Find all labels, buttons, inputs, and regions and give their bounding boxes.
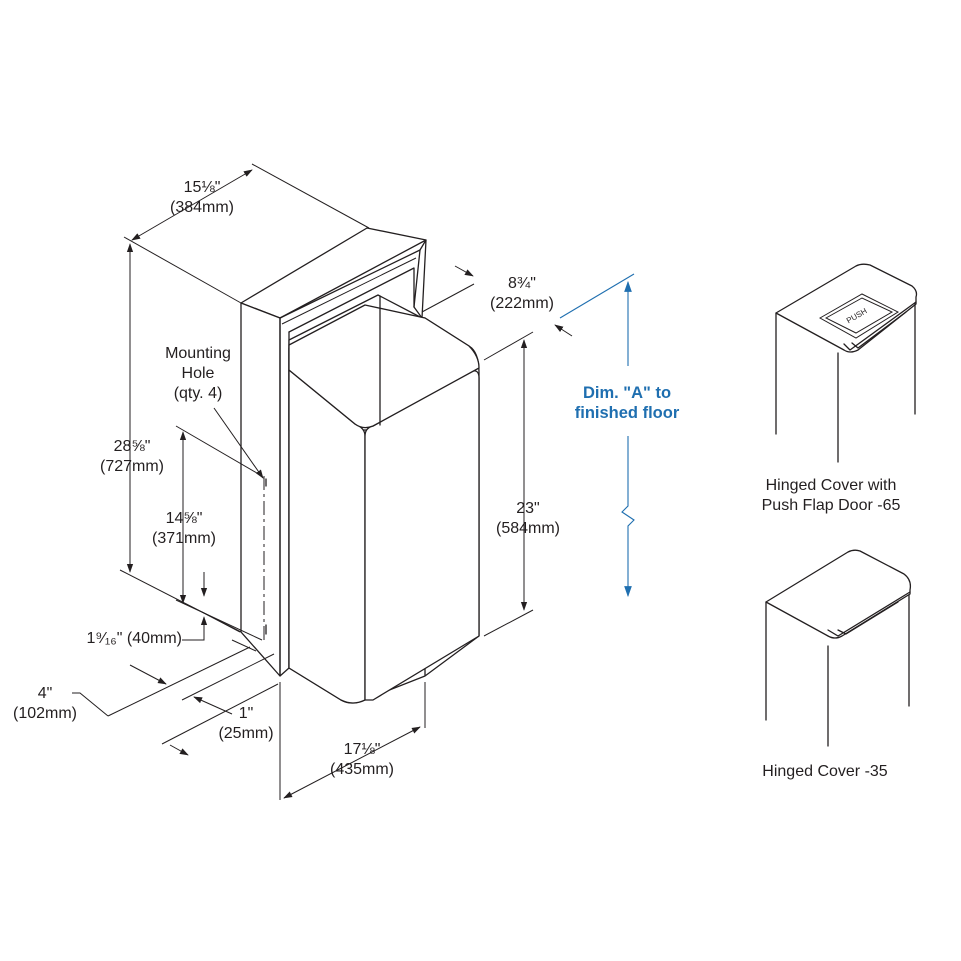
variant-hinged bbox=[765, 549, 912, 747]
ext-offset bbox=[201, 611, 241, 633]
label-mounting-hole-line2: Hole bbox=[181, 365, 215, 382]
ext-mount-bottom bbox=[175, 599, 263, 641]
dim-1in-arrow-b bbox=[169, 744, 189, 756]
dim-4in-leader bbox=[72, 692, 109, 717]
dim-4in-arrow bbox=[129, 664, 167, 685]
push-flap-door bbox=[818, 293, 900, 339]
dim-depth-arrow-b bbox=[554, 324, 573, 337]
frame-top-face bbox=[240, 227, 427, 319]
label-dim-a: Dim. "A" to finished floor bbox=[560, 383, 694, 423]
label-push-flap-line1: Hinged Cover with bbox=[765, 477, 897, 494]
mounting-hole-leader bbox=[213, 407, 264, 479]
label-height-total-fraction: 28⅝" bbox=[113, 438, 151, 455]
label-width-bottom: 17⅛" (435mm) bbox=[314, 740, 410, 780]
frame-inner-lip bbox=[288, 267, 415, 333]
label-push-flap-line2: Push Flap Door -65 bbox=[761, 497, 901, 514]
label-bottom-offset: 1⁹⁄₁₆" (40mm) bbox=[70, 629, 182, 649]
dim-a-reference-line bbox=[559, 273, 635, 319]
label-bottom-offset-text: 1⁹⁄₁₆" (40mm) bbox=[86, 630, 182, 647]
label-depth-top-metric: (222mm) bbox=[489, 295, 554, 312]
label-depth-4in: 4" (102mm) bbox=[0, 684, 90, 724]
label-depth-1in: 1" (25mm) bbox=[204, 704, 288, 744]
dim-a-lower bbox=[621, 436, 635, 598]
label-width-bottom-metric: (435mm) bbox=[329, 761, 394, 778]
label-mounting-hole: Mounting Hole (qty. 4) bbox=[150, 344, 246, 404]
label-depth-top: 8¾" (222mm) bbox=[470, 274, 574, 314]
frame-inner-top bbox=[279, 249, 421, 319]
label-dim-a-line1: Dim. "A" to bbox=[582, 384, 672, 402]
dim-depth-arrow-a bbox=[454, 265, 474, 277]
label-depth-1in-metric: (25mm) bbox=[218, 725, 274, 742]
receptacle-unit bbox=[240, 227, 480, 704]
label-width-top-metric: (384mm) bbox=[169, 199, 234, 216]
label-push-flap-variant: Hinged Cover with Push Flap Door -65 bbox=[740, 476, 922, 516]
label-depth-top-fraction: 8¾" bbox=[508, 275, 536, 292]
label-container-height-fraction: 23" bbox=[516, 500, 540, 517]
label-hinged-variant: Hinged Cover -35 bbox=[740, 762, 910, 782]
dimension-lines bbox=[72, 163, 635, 800]
label-height-total-metric: (727mm) bbox=[99, 458, 164, 475]
frame-left-side bbox=[240, 302, 281, 677]
label-container-height: 23" (584mm) bbox=[482, 499, 574, 539]
ext-container-bottom bbox=[483, 609, 534, 637]
ext-width-right bbox=[251, 163, 370, 229]
label-height-total: 28⅝" (727mm) bbox=[84, 437, 180, 477]
dim-1in-line-a bbox=[181, 653, 275, 701]
hinged-cover bbox=[765, 549, 912, 639]
ext-mount-top bbox=[175, 425, 263, 477]
label-hinged-text: Hinged Cover -35 bbox=[762, 763, 888, 780]
hinged-cover-lip bbox=[827, 591, 911, 637]
frame-lip-line bbox=[281, 257, 417, 325]
label-mount-spacing-metric: (371mm) bbox=[151, 530, 216, 547]
label-width-bottom-fraction: 17⅛" bbox=[343, 741, 381, 758]
variant-push-flap: PUSH bbox=[775, 263, 918, 463]
label-mounting-hole-line1: Mounting bbox=[165, 345, 231, 362]
dim-1in-line-b bbox=[161, 683, 279, 745]
ext-width-left bbox=[123, 236, 242, 304]
label-depth-4in-metric: (102mm) bbox=[12, 705, 77, 722]
dim-width-bottom bbox=[283, 726, 421, 799]
dim-width-top bbox=[131, 169, 253, 241]
label-depth-1in-fraction: 1" bbox=[238, 705, 254, 722]
label-depth-4in-fraction: 4" bbox=[37, 685, 53, 702]
label-width-top-fraction: 15⅛" bbox=[183, 179, 221, 196]
label-mount-spacing: 14⅝" (371mm) bbox=[136, 509, 232, 549]
push-flap-door-inner bbox=[824, 297, 894, 334]
label-dim-a-line2: finished floor bbox=[574, 404, 680, 422]
frame-front-flange bbox=[279, 317, 290, 677]
dim-4in-line bbox=[107, 646, 251, 717]
label-width-top: 15⅛" (384mm) bbox=[152, 178, 252, 218]
label-mounting-hole-line3: (qty. 4) bbox=[173, 385, 223, 402]
ext-container-top bbox=[483, 331, 534, 361]
dim-1in-arrow-a bbox=[193, 696, 233, 715]
dim-offset-leader bbox=[182, 616, 208, 641]
label-mount-spacing-fraction: 14⅝" bbox=[165, 510, 203, 527]
push-flap-lip bbox=[843, 301, 917, 351]
container-top-rim bbox=[288, 304, 480, 429]
ext-4in bbox=[231, 639, 257, 652]
ext-depth-left bbox=[421, 283, 475, 313]
label-container-height-metric: (584mm) bbox=[495, 520, 560, 537]
